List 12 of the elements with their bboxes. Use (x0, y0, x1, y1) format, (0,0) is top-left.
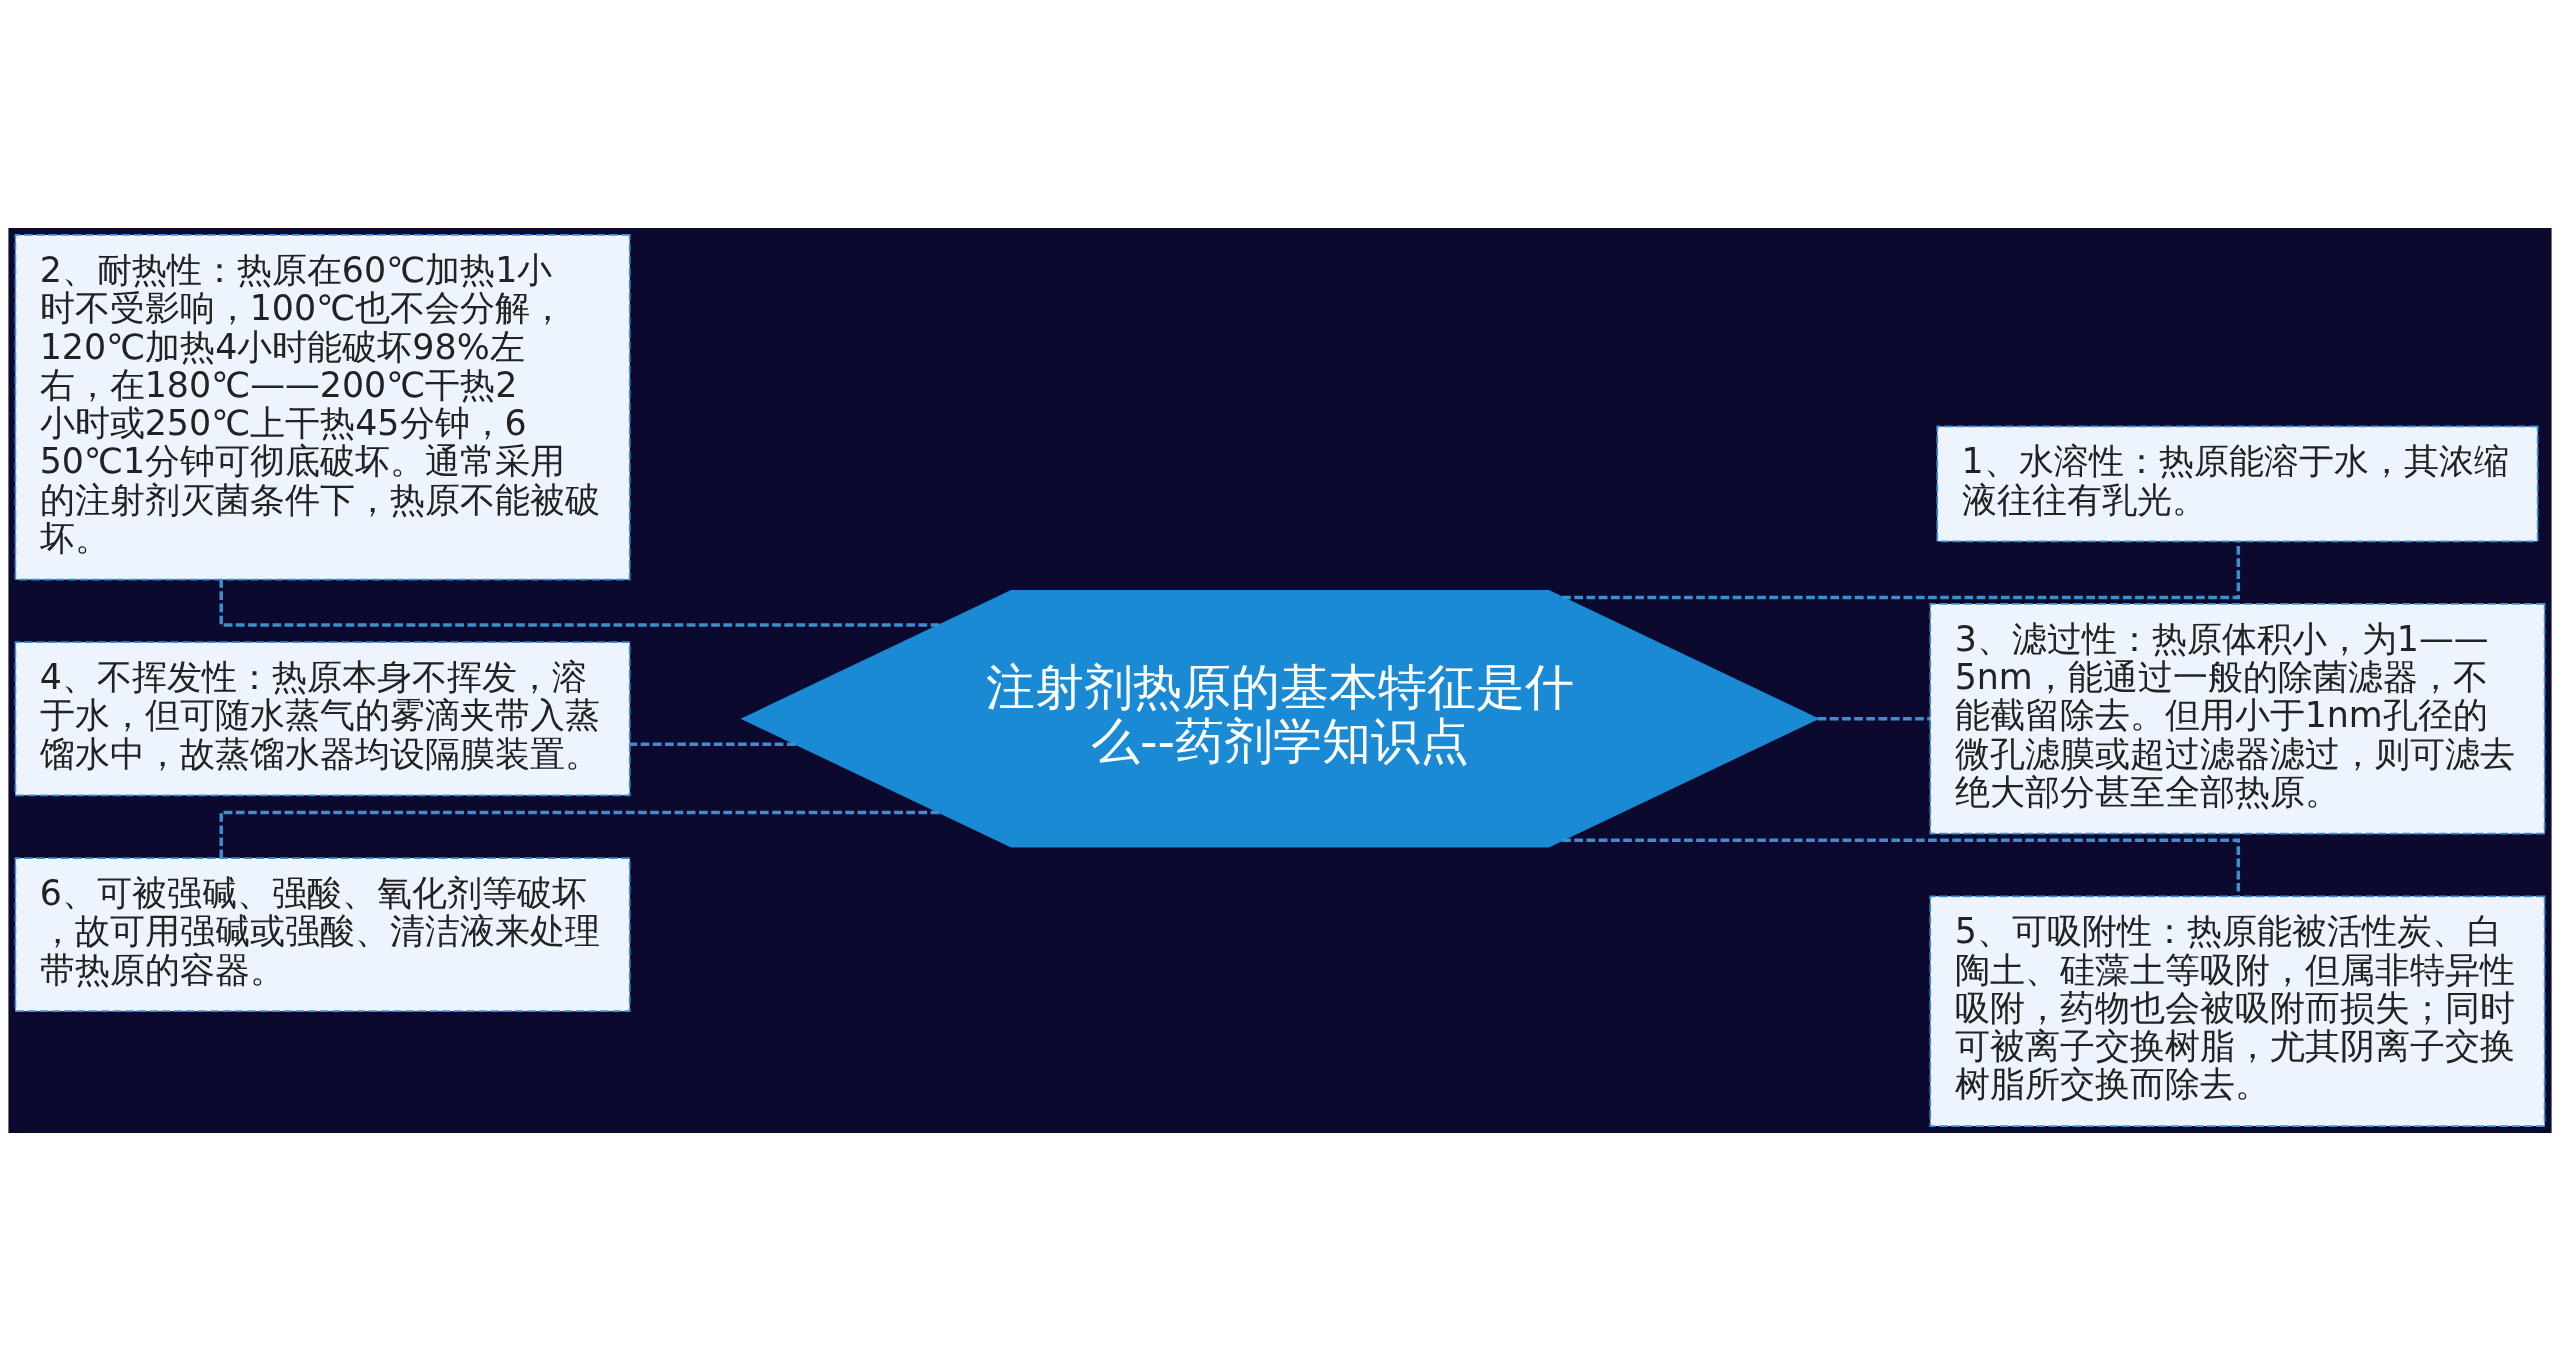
node-box: 4、不挥发性：热原本身不挥发，溶于水，但可随水蒸气的雾滴夹带入蒸馏水中，故蒸馏水器均设隔膜装置。 (14, 641, 631, 797)
node-box: 5、可吸附性：热原能被活性炭、白陶土、硅藻土等吸附，但属非特异性吸附，药物也会被吸附而损失；同时可被离子交换树脂，尤其阴离子交换树脂所交换而除去。 (1929, 895, 2546, 1127)
connector (1817, 717, 1931, 721)
connector (1562, 838, 2241, 897)
connector (219, 580, 940, 627)
node-box: 1、水溶性：热原能溶于水，其浓缩液往往有乳光。 (1936, 425, 2539, 543)
connector (1562, 541, 2241, 600)
node-box: 3、滤过性：热原体积小，为1——5nm，能通过一般的除菌滤器，不能截留除去。但用小于1nm孔径的微孔滤膜或超过滤器滤过，则可滤去绝大部分甚至全部热原。 (1929, 603, 2546, 835)
node-box: 2、耐热性：热原在60℃加热1小时不受影响，100℃也不会分解，120℃加热4小时能破坏98%左右，在180℃——200℃干热2小时或250℃上干热45分钟，650℃1分钟可彻底破坏。通常采用的注射剂灭菌条件下，热原不能被破坏。 (14, 234, 631, 581)
connector (630, 742, 796, 747)
node-box: 6、可被强碱、强酸、氧化剂等破坏，故可用强碱或强酸、清洁液来处理带热原的容器。 (14, 857, 631, 1013)
connector (219, 810, 940, 858)
